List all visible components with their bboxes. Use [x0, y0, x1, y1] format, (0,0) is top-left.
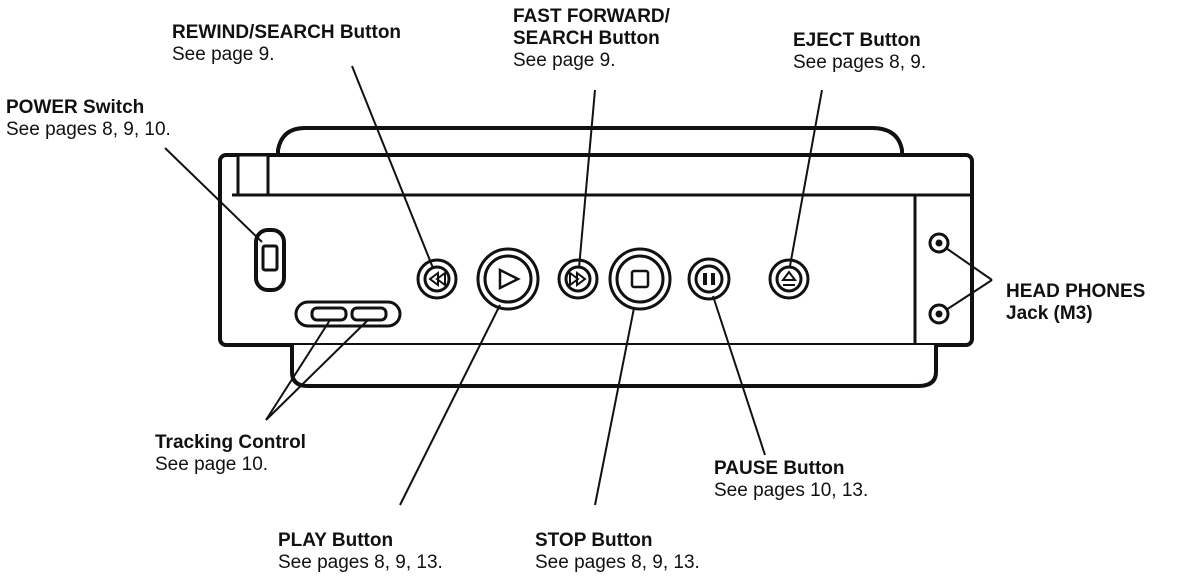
- play-button[interactable]: [476, 247, 540, 311]
- leader-lines: [164, 65, 993, 506]
- pause-label: PAUSE Button See pages 10, 13.: [714, 458, 868, 502]
- leader-line-tracking-2: [265, 319, 369, 421]
- tracking-label-title: Tracking Control: [155, 432, 306, 453]
- leader-line-play: [399, 304, 501, 506]
- rewind-label-ref: See page 9.: [172, 44, 275, 65]
- leader-line-fast-forward: [578, 89, 596, 269]
- fast-forward-label-title-2: SEARCH Button: [513, 28, 660, 49]
- play-label: PLAY Button See pages 8, 9, 13.: [278, 530, 443, 574]
- stop-label: STOP Button See pages 8, 9, 13.: [535, 530, 700, 574]
- tracking-label-ref: See page 10.: [155, 454, 269, 475]
- leader-line-headphones-upper: [945, 247, 993, 281]
- leader-line-headphones-lower: [945, 279, 993, 311]
- leader-line-eject: [789, 89, 823, 267]
- pause-label-ref: See pages 10, 13.: [714, 480, 869, 501]
- leader-line-power: [164, 147, 263, 243]
- rewind-button[interactable]: [416, 258, 458, 300]
- device-base: [290, 345, 938, 388]
- play-label-title: PLAY Button: [278, 530, 394, 551]
- eject-label: EJECT Button See pages 8, 9.: [793, 30, 926, 74]
- rewind-label-title: REWIND/SEARCH Button: [172, 22, 402, 43]
- pause-button[interactable]: [687, 257, 731, 301]
- play-label-ref: See pages 8, 9, 13.: [278, 552, 443, 573]
- leader-line-tracking-1: [265, 319, 331, 421]
- leader-line-pause: [712, 295, 766, 456]
- headphones-label-title-2: Jack (M3): [1006, 303, 1093, 324]
- rewind-label: REWIND/SEARCH Button See page 9.: [172, 22, 401, 66]
- leader-line-stop: [594, 307, 635, 506]
- eject-button[interactable]: [768, 258, 810, 300]
- body-corner-tab: [236, 153, 270, 197]
- tracking-control[interactable]: [294, 300, 402, 328]
- stop-label-ref: See pages 8, 9, 13.: [535, 552, 700, 573]
- headphones-label-title-1: HEAD PHONES: [1006, 281, 1146, 302]
- power-label-title: POWER Switch: [6, 97, 145, 118]
- fast-forward-label-ref: See page 9.: [513, 50, 616, 71]
- fast-forward-button[interactable]: [557, 258, 599, 300]
- headphone-jack-upper[interactable]: [928, 232, 950, 254]
- eject-label-ref: See pages 8, 9.: [793, 52, 927, 73]
- headphone-jack-lower[interactable]: [928, 303, 950, 325]
- leader-line-rewind: [351, 65, 434, 269]
- eject-label-title: EJECT Button: [793, 30, 921, 51]
- power-switch[interactable]: [254, 228, 286, 292]
- fast-forward-label-title-1: FAST FORWARD/: [513, 6, 670, 27]
- fast-forward-label: FAST FORWARD/ SEARCH Button See page 9.: [513, 6, 670, 72]
- power-label-ref: See pages 8, 9, 10.: [6, 119, 171, 140]
- power-label: POWER Switch See pages 8, 9, 10.: [6, 97, 171, 141]
- stop-button[interactable]: [608, 247, 672, 311]
- tracking-label: Tracking Control See page 10.: [155, 432, 306, 476]
- pause-label-title: PAUSE Button: [714, 458, 845, 479]
- headphones-label: HEAD PHONES Jack (M3): [1006, 281, 1145, 325]
- stop-label-title: STOP Button: [535, 530, 653, 551]
